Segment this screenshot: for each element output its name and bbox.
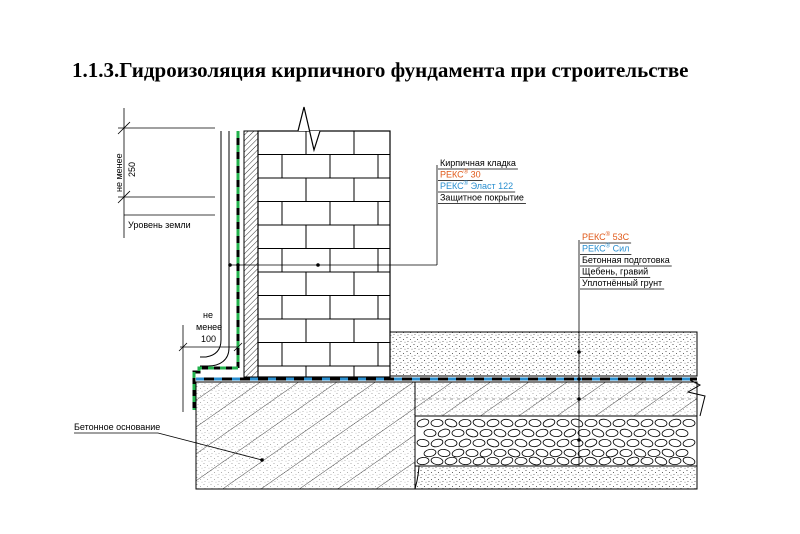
callout-label: Щебень, гравий	[582, 267, 648, 277]
gravel-layer	[414, 415, 698, 467]
concrete-foundation	[195, 381, 420, 490]
side-dimension-line2: менее	[196, 322, 222, 332]
callout-label: Защитное покрытие	[440, 193, 524, 203]
brick-wall	[257, 106, 391, 378]
floor-leader-dot-2	[577, 377, 581, 381]
side-dimension-value: 100	[201, 334, 216, 344]
ground-level-dimension	[117, 108, 215, 238]
side-dimension	[178, 325, 243, 412]
compacted-soil	[414, 465, 698, 490]
outer-protection	[200, 131, 230, 367]
callout-label: Уплотнённый грунт	[582, 278, 662, 288]
dimension-top-value: 250	[127, 162, 137, 177]
callout-label: Кирпичная кладка	[440, 158, 516, 168]
page-title: 1.1.3.Гидроизоляция кирпичного фундамент…	[72, 58, 689, 82]
slab-break-symbol	[686, 379, 706, 417]
concrete-base-label: Бетонное основание	[74, 422, 160, 432]
concrete-base-leader	[74, 432, 263, 461]
callout-label: РЕКС® 30	[440, 169, 481, 180]
brick-joints	[258, 131, 390, 377]
side-dimension-line1: не	[203, 310, 213, 320]
concrete-base-leader-dot	[260, 458, 264, 462]
base-waterproofing	[192, 366, 238, 410]
floor-leader-dot-3	[577, 397, 581, 401]
floor-concrete-slab	[414, 381, 698, 417]
callout-label: РЕКС® 53С	[582, 231, 630, 242]
floor-screed	[389, 331, 698, 377]
callout-label: РЕКС® Сил	[582, 243, 629, 254]
dimension-top-label: не менее	[114, 153, 124, 192]
wall-callout-leader	[230, 165, 438, 266]
gravel-stones	[416, 418, 696, 466]
callout-label: РЕКС® Эласт 122	[440, 180, 513, 191]
wall-leader-dot-3	[316, 263, 320, 267]
ground-level-label: Уровень земли	[128, 220, 191, 230]
floor-leader-dot-4	[577, 438, 581, 442]
wall-leader-dot-1	[228, 263, 232, 267]
wall-leader-dot-2	[236, 263, 240, 267]
callout-label: Бетонная подготовка	[582, 255, 670, 265]
wall-break-symbol	[297, 106, 321, 153]
protective-coating-strip	[243, 130, 259, 378]
floor-leader-dot-1	[577, 350, 581, 354]
